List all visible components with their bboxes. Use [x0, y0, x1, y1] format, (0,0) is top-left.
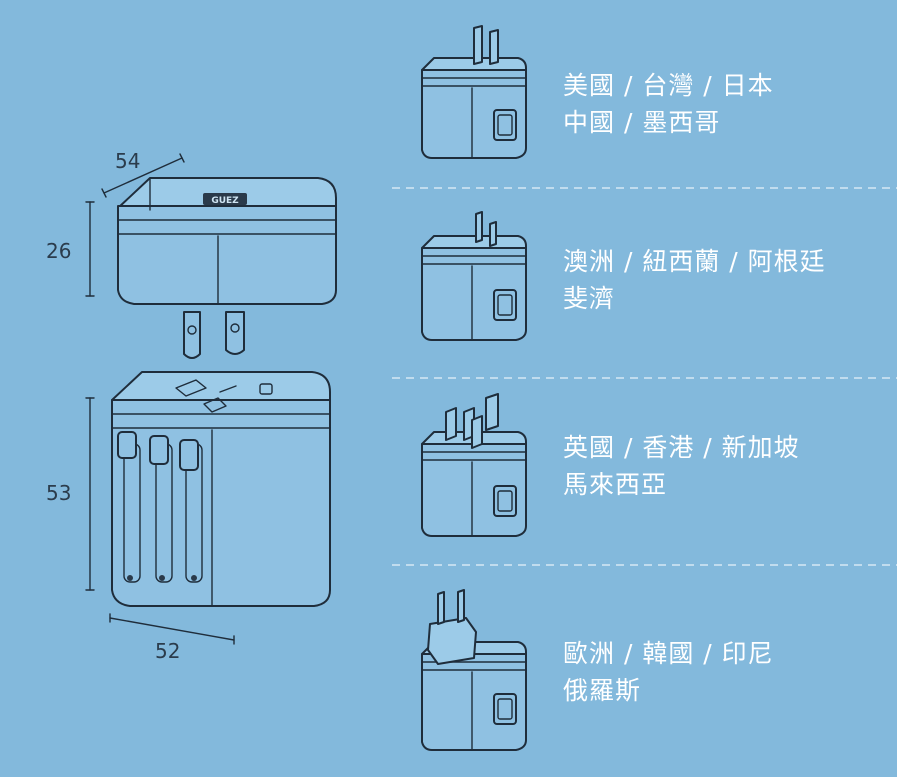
top-module-drawing: GUEZ [117, 177, 337, 359]
logo-text: GUEZ [211, 196, 239, 206]
us-plug-adapter-illustration [421, 25, 527, 159]
region-label-au-line-1: 澳洲 / 紐西蘭 / 阿根廷 [563, 247, 826, 276]
dim-bottom-height: 53 [46, 481, 71, 505]
bottom-module-drawing [111, 371, 331, 607]
region-label-us-line-2: 中國 / 墨西哥 [563, 108, 721, 137]
slider-3 [179, 439, 199, 471]
uk-plug-adapter-illustration [421, 393, 527, 537]
slider-1 [117, 431, 137, 459]
region-label-us-line-1: 美國 / 台灣 / 日本 [563, 71, 774, 100]
top-prong-left [183, 311, 201, 359]
dimension-lines [85, 153, 235, 645]
dim-bottom-width: 52 [155, 639, 180, 663]
region-label-uk-line-1: 英國 / 香港 / 新加坡 [563, 433, 800, 462]
region-label-eu-line-2: 俄羅斯 [563, 676, 642, 705]
region-label-uk-line-2: 馬來西亞 [563, 470, 668, 499]
region-label-au-line-2: 斐濟 [563, 284, 616, 313]
region-label-uk: 英國 / 香港 / 新加坡 馬來西亞 [563, 429, 800, 503]
region-label-us: 美國 / 台灣 / 日本 中國 / 墨西哥 [563, 67, 774, 141]
dim-top-width: 54 [115, 149, 140, 173]
eu-plug-adapter-illustration [421, 589, 527, 751]
adapter-exploded-drawing: GUEZ [46, 149, 337, 663]
region-label-eu: 歐洲 / 韓國 / 印尼 俄羅斯 [563, 635, 774, 709]
au-plug-adapter-illustration [421, 211, 527, 341]
top-prong-right [225, 311, 245, 355]
region-label-eu-line-1: 歐洲 / 韓國 / 印尼 [563, 639, 774, 668]
dim-top-height: 26 [46, 239, 71, 263]
logo-plate [203, 193, 247, 205]
region-label-au: 澳洲 / 紐西蘭 / 阿根廷 斐濟 [563, 243, 826, 317]
slider-2 [149, 435, 169, 465]
